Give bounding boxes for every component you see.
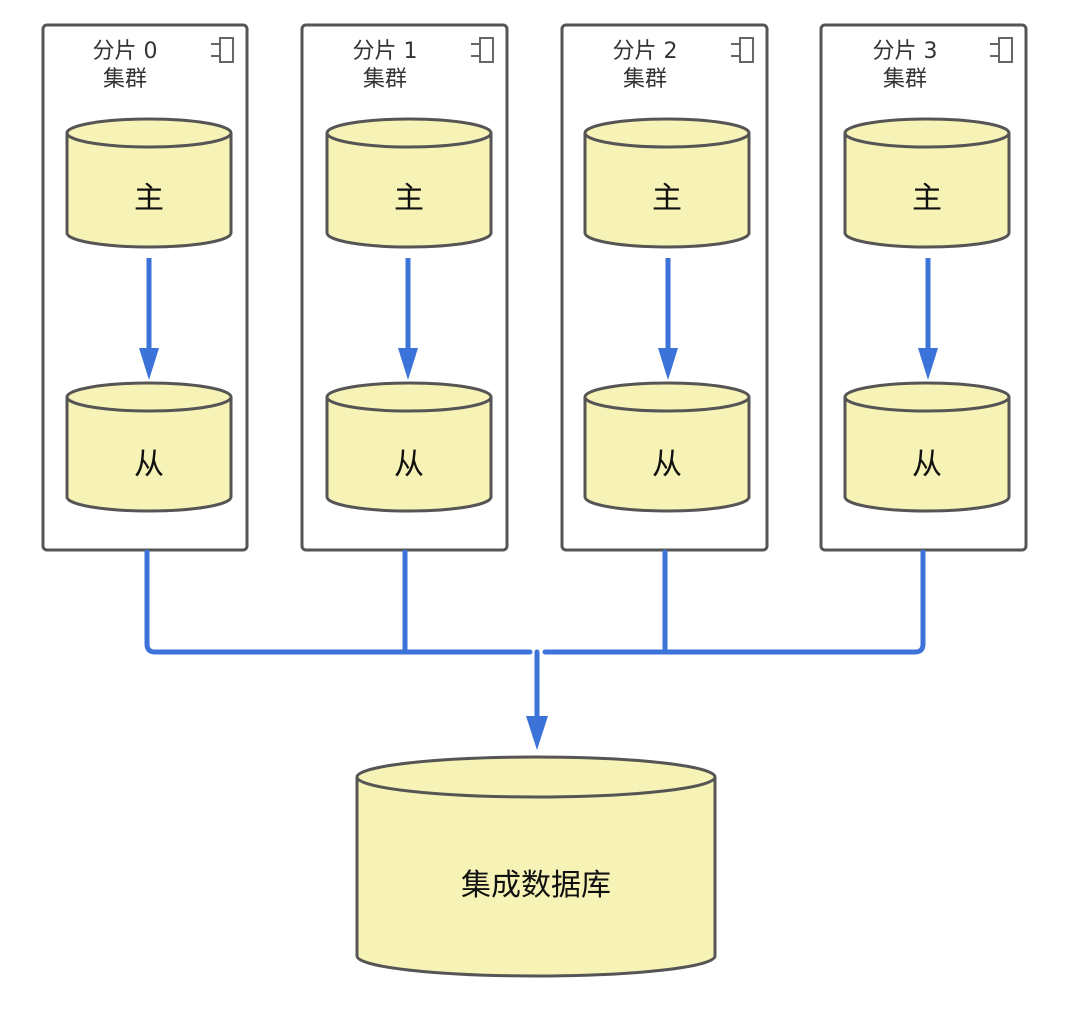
primary-db-label: 主 xyxy=(652,181,682,216)
primary-db: 主 xyxy=(325,117,493,249)
replica-db-label: 从 xyxy=(394,447,424,482)
primary-db-label: 主 xyxy=(394,181,424,216)
shard-subtitle: 集群 xyxy=(103,67,147,92)
replication-arrow xyxy=(658,258,678,380)
replica-db-label: 从 xyxy=(912,447,942,482)
connector-shard-0 xyxy=(144,549,533,655)
replica-db-label: 从 xyxy=(652,447,682,482)
aggregation-arrowhead xyxy=(526,716,548,750)
replica-db-label: 从 xyxy=(134,447,164,482)
integrated-db-label: 集成数据库 xyxy=(461,868,611,903)
shard-title: 分片 2 xyxy=(613,39,678,64)
component-icon xyxy=(211,37,234,63)
primary-db: 主 xyxy=(843,117,1011,249)
primary-db: 主 xyxy=(65,117,233,249)
primary-db-label: 主 xyxy=(912,181,942,216)
replication-arrow xyxy=(918,258,938,380)
shard-cluster-0: 分片 0 集群 主 从 xyxy=(41,23,249,552)
shard-cluster-1: 分片 1 集群 主 从 xyxy=(300,23,509,552)
shard-subtitle: 集群 xyxy=(363,67,407,92)
shard-title: 分片 3 xyxy=(873,39,938,64)
primary-db-label: 主 xyxy=(134,181,164,216)
component-icon xyxy=(471,37,494,63)
component-icon xyxy=(731,37,754,63)
replica-db: 从 xyxy=(325,381,493,513)
shard-title: 分片 0 xyxy=(93,39,158,64)
connector-shard-3 xyxy=(542,549,926,655)
shard-cluster-3: 分片 3 集群 主 从 xyxy=(819,23,1028,552)
replica-db: 从 xyxy=(65,381,233,513)
aggregation-connectors xyxy=(144,549,926,723)
replica-db: 从 xyxy=(583,381,751,513)
replica-db: 从 xyxy=(843,381,1011,513)
shard-subtitle: 集群 xyxy=(883,67,927,92)
replication-arrow xyxy=(139,258,159,380)
shard-cluster-2: 分片 2 集群 主 从 xyxy=(560,23,769,552)
component-icon xyxy=(990,37,1013,63)
integrated-db: 集成数据库 xyxy=(355,755,717,978)
shard-title: 分片 1 xyxy=(353,39,418,64)
primary-db: 主 xyxy=(583,117,751,249)
shard-subtitle: 集群 xyxy=(623,67,667,92)
replication-arrow xyxy=(398,258,418,380)
